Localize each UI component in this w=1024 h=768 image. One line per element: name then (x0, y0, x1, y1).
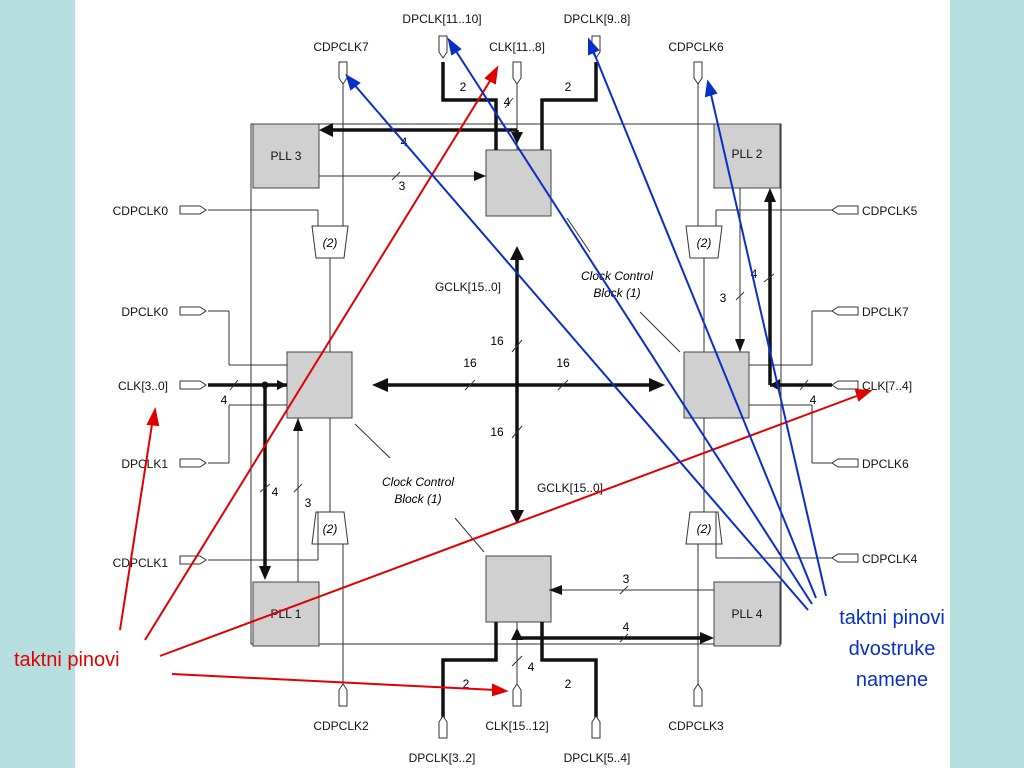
mux-label: (2) (697, 236, 712, 250)
ccb-label-left-2: Block (1) (394, 492, 441, 506)
width-4-h: 4 (528, 660, 535, 674)
pin-cdpclk6: CDPCLK6 (668, 40, 724, 54)
gclk-label-bottom: GCLK[15..0] (537, 481, 603, 495)
blue-annotation-label: taktni pinovi dvostruke namene (812, 603, 972, 696)
width-4-f: 4 (751, 267, 758, 281)
pll-2-block: PLL 2 (713, 123, 781, 189)
pin-clk-15-12: CLK[15..12] (485, 719, 548, 733)
arrowheads (259, 123, 780, 644)
mux-label: (2) (697, 522, 712, 536)
width-4-e: 4 (272, 485, 279, 499)
ccb-label-right-1: Clock Control (581, 269, 653, 283)
junction-dot (261, 381, 269, 389)
width-4-g: 4 (623, 620, 630, 634)
width-16-a: 16 (490, 334, 504, 348)
pin-dpclk0: DPCLK0 (121, 305, 168, 319)
pin-dpclk-11-10: DPCLK[11..10] (402, 12, 481, 26)
pin-dpclk6: DPCLK6 (862, 457, 909, 471)
width-2-b: 2 (565, 80, 572, 94)
internal-labels: GCLK[15..0] GCLK[15..0] Clock Control Bl… (221, 80, 817, 691)
mux-top-left: (2) (311, 225, 349, 259)
blue-annotation-arrows (345, 37, 827, 611)
mux-bottom-left: (2) (311, 511, 349, 545)
pin-cdpclk5: CDPCLK5 (862, 204, 918, 218)
blue-annotation-line-3: namene (855, 669, 929, 691)
ccb-label-left-1: Clock Control (382, 475, 454, 489)
ccb-label-right-2: Block (1) (593, 286, 640, 300)
thin-wires (208, 84, 832, 688)
width-16-c: 16 (556, 356, 570, 370)
mux-label: (2) (323, 236, 338, 250)
bus-width-ticks (229, 97, 809, 667)
width-3-c: 3 (720, 291, 727, 305)
width-4-d: 4 (810, 393, 817, 407)
pin-dpclk1: DPCLK1 (121, 457, 168, 471)
red-annotation-arrows (119, 65, 873, 697)
pll-1-label: PLL 1 (271, 607, 302, 621)
red-annotation-label: taktni pinovi (14, 649, 120, 671)
pll-1-block: PLL 1 (252, 581, 320, 647)
pin-cdpclk3: CDPCLK3 (668, 719, 724, 733)
width-3-b: 3 (305, 496, 312, 510)
width-2-d: 2 (565, 677, 572, 691)
blue-annotation-line-1: taktni pinovi (839, 607, 945, 629)
pin-cdpclk1: CDPCLK1 (113, 556, 169, 570)
width-16-d: 16 (490, 425, 504, 439)
width-4-c: 4 (221, 393, 228, 407)
pll-3-block: PLL 3 (252, 123, 320, 189)
blue-annotation-line-2: dvostruke (848, 638, 936, 660)
pin-cdpclk4: CDPCLK4 (862, 552, 918, 566)
pin-dpclk-9-8: DPCLK[9..8] (564, 12, 631, 26)
pin-dpclk-3-2: DPCLK[3..2] (409, 751, 476, 765)
mux-label: (2) (323, 522, 338, 536)
pin-labels: DPCLK[11..10] DPCLK[9..8] CDPCLK7 CLK[11… (113, 12, 918, 765)
pin-clk-3-0: CLK[3..0] (118, 379, 168, 393)
pll-4-label: PLL 4 (732, 607, 763, 621)
width-3-a: 3 (399, 179, 406, 193)
pll-3-label: PLL 3 (271, 149, 302, 163)
width-2-c: 2 (463, 677, 470, 691)
mux-bottom-right: (2) (685, 511, 723, 545)
width-16-b: 16 (463, 356, 477, 370)
pin-shapes (179, 35, 859, 739)
width-4-a: 4 (504, 95, 511, 109)
pin-cdpclk2: CDPCLK2 (313, 719, 369, 733)
ccb-left (286, 351, 353, 419)
pin-clk-7-4: CLK[7..4] (862, 379, 912, 393)
pin-cdpclk0: CDPCLK0 (113, 204, 169, 218)
pll-2-label: PLL 2 (732, 147, 763, 161)
gclk-label-top: GCLK[15..0] (435, 280, 501, 294)
pin-dpclk7: DPCLK7 (862, 305, 909, 319)
ccb-bottom (485, 555, 552, 623)
pll-4-block: PLL 4 (713, 581, 781, 647)
pin-dpclk-5-4: DPCLK[5..4] (564, 751, 631, 765)
width-3-d: 3 (623, 572, 630, 586)
pin-cdpclk7: CDPCLK7 (313, 40, 369, 54)
width-2-a: 2 (460, 80, 467, 94)
mux-top-right: (2) (685, 225, 723, 259)
pin-clk-11-8: CLK[11..8] (489, 40, 545, 54)
